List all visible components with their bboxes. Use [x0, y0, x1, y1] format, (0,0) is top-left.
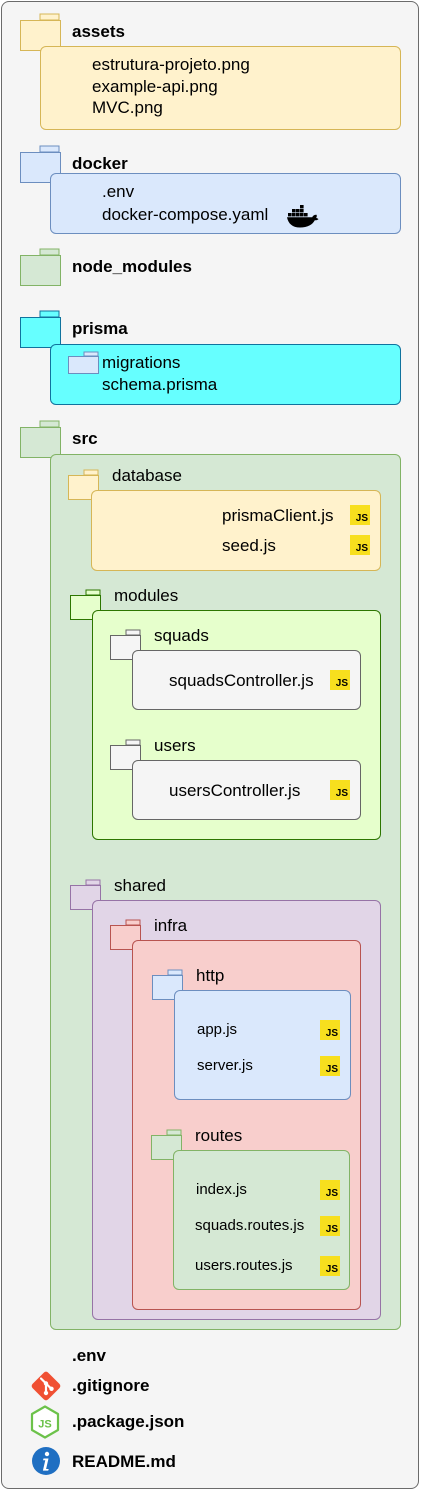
file-root-env: .env — [72, 1346, 107, 1365]
file-users-routes-js: users.routes.js — [195, 1257, 293, 1274]
prisma-folder-label: prisma — [72, 319, 128, 338]
docker-whale-icon — [287, 204, 319, 233]
http-folder-label: http — [196, 966, 225, 985]
routes-folder-label: routes — [195, 1126, 243, 1145]
javascript-file-icon: JS — [320, 1256, 340, 1276]
file-seed-js: seed.js — [222, 536, 276, 555]
file-mvc: MVC.png — [92, 98, 163, 117]
javascript-file-icon: JS — [320, 1216, 340, 1236]
file-server-js: server.js — [197, 1057, 253, 1074]
file-schema-prisma: schema.prisma — [102, 375, 218, 394]
javascript-file-icon: JS — [330, 780, 350, 800]
file-gitignore: .gitignore — [72, 1376, 150, 1395]
migrations-folder-icon — [68, 351, 100, 375]
docker-folder-label: docker — [72, 154, 128, 173]
assets-folder-contents — [40, 46, 401, 130]
file-package-json: .package.json — [72, 1412, 185, 1431]
users-folder-label: users — [154, 736, 196, 755]
javascript-file-icon: JS — [320, 1056, 340, 1076]
javascript-file-icon: JS — [320, 1180, 340, 1200]
file-app-js: app.js — [197, 1021, 238, 1038]
src-folder-label: src — [72, 429, 98, 448]
prisma-folder-icon — [20, 310, 62, 348]
file-estrutura-projeto: estrutura-projeto.png — [92, 55, 250, 74]
database-folder-label: database — [112, 466, 182, 485]
info-icon — [31, 1446, 61, 1481]
modules-folder-label: modules — [114, 586, 179, 605]
squads-folder-label: squads — [154, 626, 209, 645]
node-modules-folder-label: node_modules — [72, 257, 192, 276]
file-index-js: index.js — [196, 1181, 247, 1198]
file-readme: README.md — [72, 1452, 176, 1471]
file-example-api: example-api.png — [92, 77, 218, 96]
users-folder-contents — [132, 760, 361, 820]
file-squads-controller-js: squadsController.js — [169, 671, 314, 690]
squads-folder-contents — [132, 650, 361, 710]
http-folder-contents — [174, 990, 351, 1100]
file-docker-env: .env — [102, 182, 135, 201]
nodejs-icon: JS — [30, 1405, 60, 1444]
javascript-file-icon: JS — [330, 670, 350, 690]
src-folder-icon — [20, 420, 62, 458]
docker-folder-contents — [50, 173, 401, 234]
prisma-folder-contents — [50, 344, 401, 405]
file-docker-compose: docker-compose.yaml — [102, 205, 269, 224]
javascript-file-icon: JS — [350, 505, 370, 525]
assets-folder-label: assets — [72, 22, 125, 41]
database-folder-contents — [91, 490, 381, 571]
file-squads-routes-js: squads.routes.js — [195, 1217, 305, 1234]
git-icon — [30, 1370, 62, 1407]
javascript-file-icon: JS — [350, 535, 370, 555]
shared-folder-label: shared — [114, 876, 166, 895]
file-prisma-client-js: prismaClient.js — [222, 506, 334, 525]
infra-folder-label: infra — [154, 916, 188, 935]
prisma-migrations-label: migrations — [102, 353, 181, 372]
svg-text:JS: JS — [38, 1419, 51, 1431]
file-users-controller-js: usersController.js — [169, 781, 301, 800]
javascript-file-icon: JS — [320, 1020, 340, 1040]
node-modules-folder-icon — [20, 248, 62, 286]
